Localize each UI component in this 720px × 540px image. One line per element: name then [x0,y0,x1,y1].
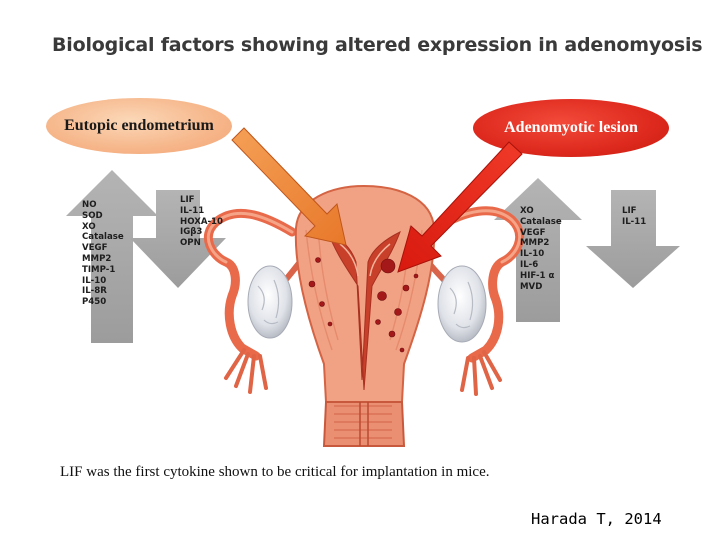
factor-item: SOD [82,210,103,221]
factor-item: Catalase [82,232,124,243]
page-title: Biological factors showing altered expre… [52,34,703,56]
factor-item: VEGF [82,243,108,254]
arrow-down-icon [586,190,680,288]
factor-item: Catalase [520,216,562,227]
factor-item: XO [82,221,96,232]
factor-item: MVD [520,281,543,292]
lesion-upregulated-list: XO Catalase VEGF MMP2 IL-10 IL-6 HIF-1 α… [520,206,562,292]
factor-item: VEGF [520,227,546,238]
footnote: LIF was the first cytokine shown to be c… [60,464,490,480]
arrow-up-icon [494,178,582,322]
factor-item: HIF-1 α [520,270,555,281]
factor-item: IL-8R [82,286,107,297]
arrow-up-icon [66,170,158,343]
factor-item: IL-10 [520,249,545,260]
factor-item: LIF [180,195,195,205]
factor-item: TIMP-1 [82,264,116,275]
factor-item: LIF [622,206,637,216]
uterus-illustration [203,184,525,447]
eutopic-pointer-arrow [231,127,347,246]
lesion-pointer-arrow [397,141,523,273]
factor-item: IL-6 [520,259,539,270]
eutopic-downregulated-list: LIF IL-11 HOXA-10 IGβ3 OPN [180,195,223,249]
factor-item: P450 [82,297,107,308]
factor-item: MMP2 [82,253,112,264]
eutopic-label-text: Eutopic endometrium [64,117,214,134]
factor-item: MMP2 [520,238,550,249]
arrow-down-icon [130,190,226,288]
factor-item: XO [520,206,534,216]
eutopic-upregulated-list: NO SOD XO Catalase VEGF MMP2 TIMP-1 IL-1… [82,200,124,308]
factor-item: IGβ3 [180,227,203,238]
adenomyotic-lesion-label: Adenomyotic lesion [473,99,669,157]
factor-item: IL-11 [622,216,647,227]
eutopic-endometrium-label: Eutopic endometrium [46,98,232,154]
factor-item: NO [82,200,97,210]
lesion-downregulated-list: LIF IL-11 [622,206,646,228]
factor-item: HOXA-10 [180,216,223,227]
factor-item: OPN [180,238,201,249]
factor-item: IL-11 [180,205,205,216]
factor-item: IL-10 [82,275,107,286]
citation: Harada T, 2014 [531,510,662,528]
lesion-label-text: Adenomyotic lesion [504,119,638,136]
